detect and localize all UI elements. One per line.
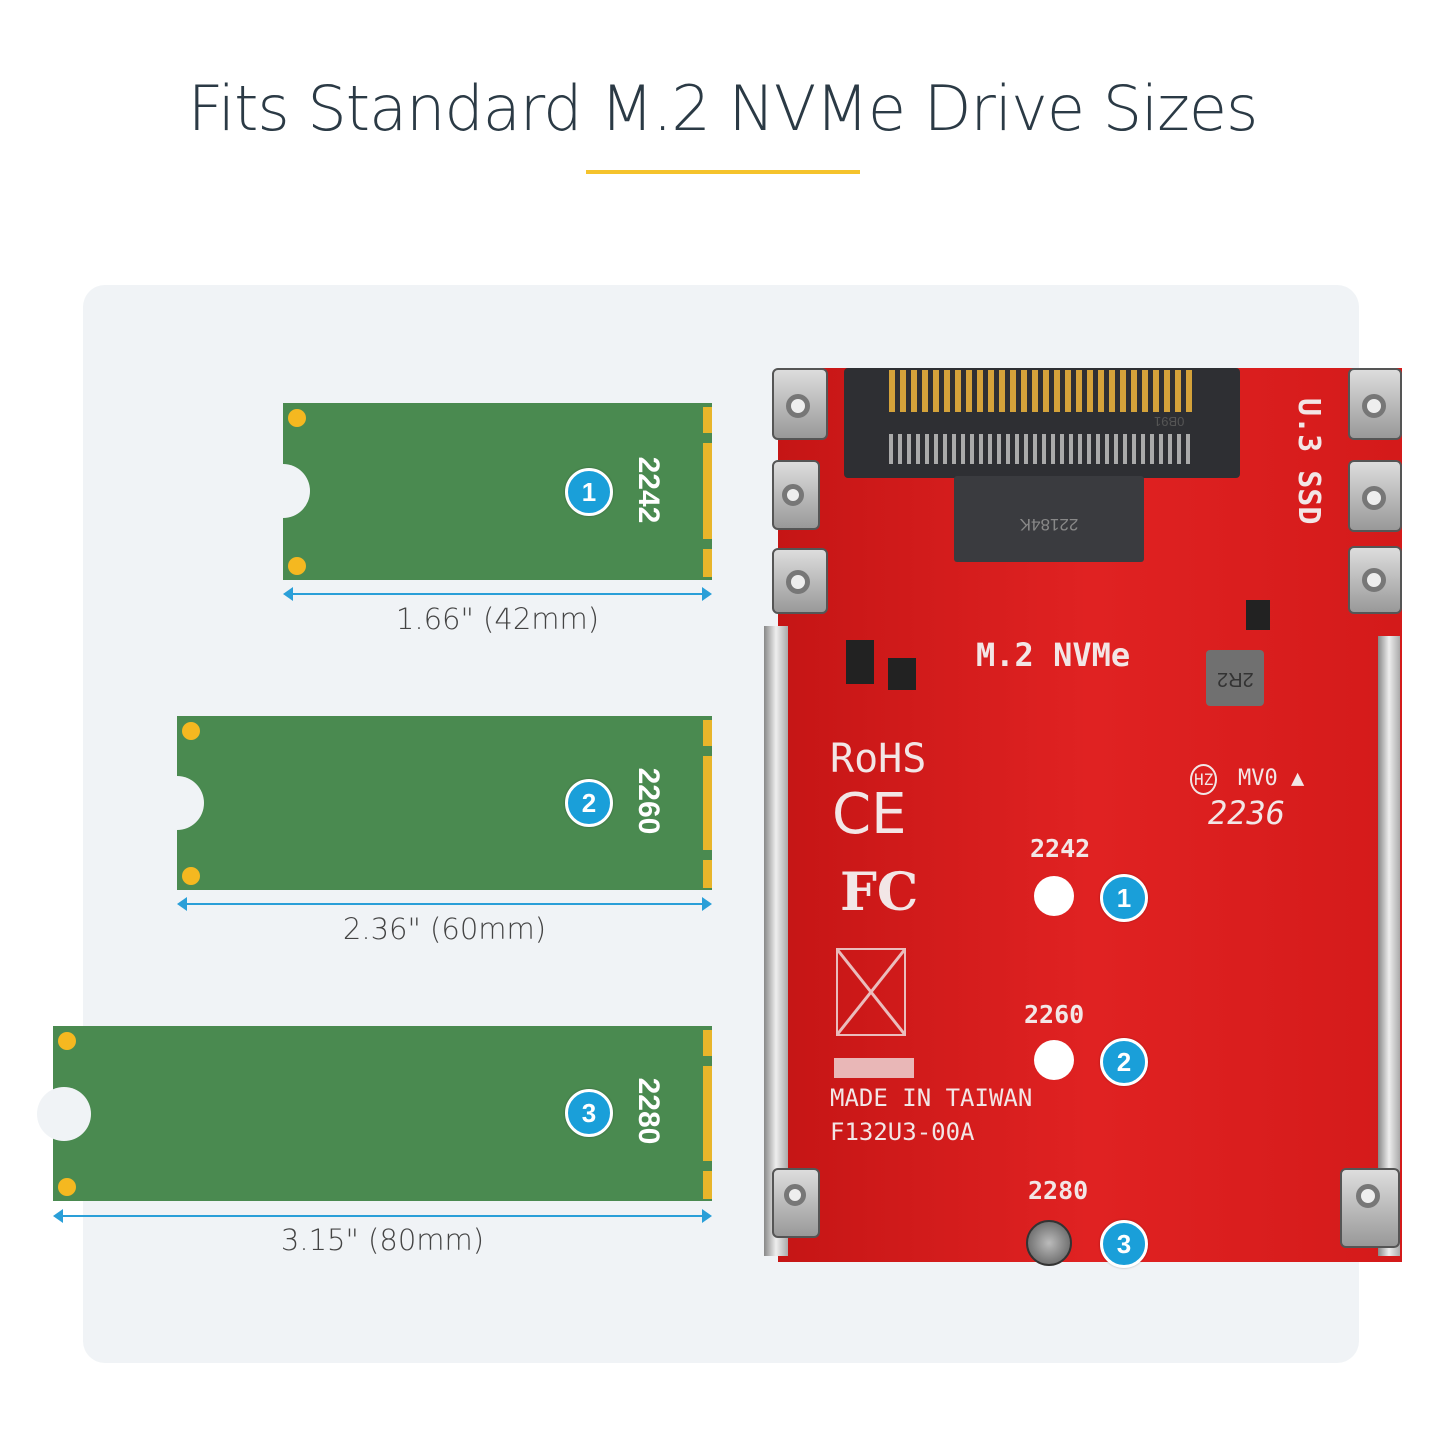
mount-dot [182, 867, 200, 885]
mount-dot [182, 722, 200, 740]
mount-bracket [772, 368, 828, 440]
u3-connector: 0B91 [844, 368, 1240, 478]
chip-u3 [846, 640, 874, 684]
drive-card-2242: 1 2242 [256, 403, 712, 580]
m2-nvme-label: M.2 NVMe [976, 636, 1131, 674]
gold-contact [703, 1066, 712, 1161]
gold-contact [703, 1030, 712, 1056]
mount-badge-1: 1 [1100, 874, 1148, 922]
slot-marking: 22184K [1019, 515, 1079, 534]
dimension-label: 2.36" (60mm) [342, 912, 547, 946]
badge-1: 1 [565, 468, 613, 516]
revision-label: MV0 ▲ [1238, 766, 1305, 791]
connector-pins [889, 434, 1194, 464]
screw-notch [150, 776, 204, 830]
title-underline [586, 170, 860, 174]
gold-fingers [889, 370, 1194, 412]
mount-bracket [1348, 546, 1402, 614]
fcc-mark: FC [840, 862, 919, 923]
m2-slot: 22184K [954, 476, 1144, 562]
screw-notch [37, 1087, 91, 1141]
mount-dot [288, 557, 306, 575]
size-code: 2280 [632, 1077, 665, 1145]
inductor-marking: 2R2 [1216, 667, 1254, 690]
mount-bracket [1348, 368, 1402, 440]
size-code: 2242 [632, 456, 665, 524]
gold-contact [703, 860, 712, 888]
screw-notch [256, 464, 310, 518]
gold-contact [703, 549, 712, 577]
drive-card-2280: 3 2280 [37, 1026, 712, 1201]
chip-u4 [1246, 600, 1270, 630]
mount-badge-2: 2 [1100, 1038, 1148, 1086]
mount-badge-3: 3 [1100, 1220, 1148, 1268]
ce-mark: CE [832, 782, 907, 847]
u3-ssd-label: U.3 SSD [1291, 398, 1326, 525]
origin-label: MADE IN TAIWAN [830, 1084, 1033, 1112]
badge-3: 3 [565, 1089, 613, 1137]
dimension-arrow [283, 587, 712, 601]
gold-contact [703, 756, 712, 850]
dimension-label: 1.66" (42mm) [395, 602, 600, 636]
model-label: F132U3-00A [830, 1118, 975, 1146]
mount-screw-2280[interactable] [1026, 1220, 1072, 1266]
drive-card-2260: 2 2260 [150, 716, 712, 890]
gold-contact [703, 443, 712, 539]
mount-hole-2260 [1034, 1040, 1074, 1080]
mount-label-2242: 2242 [1030, 834, 1091, 863]
rohs-mark: RoHS [830, 736, 927, 782]
adapter-board: 0B91 22184K U.3 SSD M.2 NVMe 2R2 RoHS CE… [764, 368, 1402, 1268]
mount-bracket [1340, 1168, 1400, 1248]
badge-2: 2 [565, 779, 613, 827]
dimension-label: 3.15" (80mm) [280, 1223, 485, 1257]
mount-label-2280: 2280 [1028, 1176, 1089, 1205]
dimension-arrow [53, 1209, 712, 1223]
mount-bracket [772, 460, 820, 530]
inductor: 2R2 [1206, 650, 1264, 706]
mount-bracket [1348, 460, 1402, 532]
label-sticker [834, 1058, 914, 1078]
mount-hole-2242 [1034, 876, 1074, 916]
mount-label-2260: 2260 [1024, 1000, 1085, 1029]
mount-bracket [772, 1168, 820, 1238]
gold-contact [703, 407, 712, 433]
hz-mark: HZ [1190, 764, 1218, 795]
date-code: 2236 [1208, 794, 1286, 832]
gold-contact [703, 720, 712, 746]
mount-bracket [772, 548, 828, 614]
connector-code: 0B91 [1153, 414, 1184, 429]
size-code: 2260 [632, 767, 665, 835]
right-rail [1378, 636, 1400, 1256]
mount-dot [58, 1178, 76, 1196]
weee-bin-icon [836, 948, 906, 1036]
mount-dot [288, 409, 306, 427]
chip-u2 [888, 658, 916, 690]
mount-dot [58, 1032, 76, 1050]
page-title: Fits Standard M.2 NVMe Drive Sizes [187, 72, 1259, 145]
dimension-arrow [177, 897, 712, 911]
left-rail [764, 626, 788, 1256]
gold-contact [703, 1171, 712, 1199]
